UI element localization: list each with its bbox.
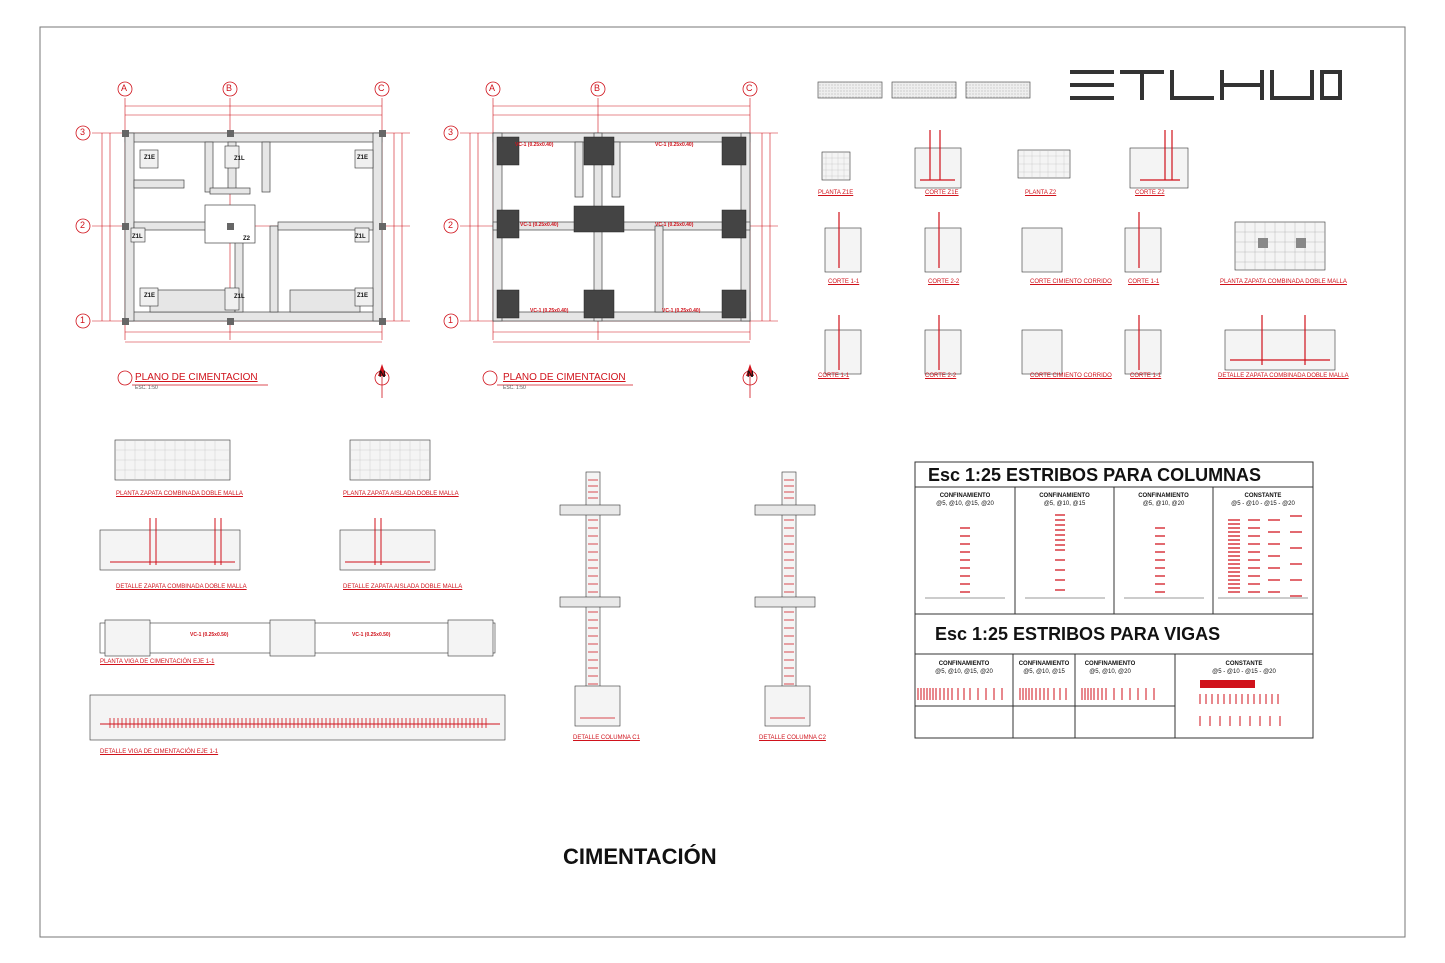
detail-label: DETALLE VIGA DE CIMENTACIÓN EJE 1-1	[100, 749, 219, 755]
column-stirrups-title: Esc 1:25 ESTRIBOS PARA COLUMNAS	[928, 465, 1262, 485]
col-header-name: CONFINAMIENTO	[938, 661, 990, 667]
detail-label: DETALLE ZAPATA COMBINADA DOBLE MALLA	[116, 584, 247, 590]
beam-label: VC-1 (0.25x0.40)	[655, 222, 694, 228]
detail-label: PLANTA Z1E	[818, 190, 854, 196]
col-header-name: CONFINAMIENTO	[1018, 661, 1070, 667]
detail-label: PLANTA ZAPATA COMBINADA DOBLE MALLA	[1220, 279, 1347, 285]
detail-label: PLANTA VIGA DE CIMENTACIÓN EJE 1-1	[100, 659, 215, 665]
col-header: CONFINAMIENTO @5, @10, @15	[1015, 492, 1114, 508]
plan2-title: PLANO DE CIMENTACION	[503, 372, 626, 383]
col-header: CONFINAMIENTO @5, @10, @15, @20	[915, 492, 1015, 508]
north-arrow-label: N	[747, 369, 754, 379]
sheet-title: CIMENTACIÓN	[563, 844, 717, 869]
col-header-spec: @5 - @10 - @15 - @20	[1231, 501, 1295, 507]
detail-label: CORTE 2-2	[925, 373, 957, 379]
footing-label: Z1L	[355, 234, 366, 240]
beam-plan-label: VC-1 (0.25x0.50)	[352, 632, 391, 638]
beam-label: VC-1 (0.25x0.40)	[662, 308, 701, 314]
beam-plan-label: VC-1 (0.25x0.50)	[190, 632, 229, 638]
axis-3: 3	[80, 127, 86, 137]
detail-label: CORTE CIMIENTO CORRIDO	[1030, 279, 1112, 285]
axis-c: C	[378, 83, 385, 93]
plan1-title: PLANO DE CIMENTACION	[135, 372, 258, 383]
col-header-name: CONFINAMIENTO	[1138, 493, 1189, 499]
beam-stirrups-title: Esc 1:25 ESTRIBOS PARA VIGAS	[935, 624, 1221, 644]
axis-2: 2	[80, 220, 86, 230]
beam-label: VC-1 (0.25x0.40)	[530, 308, 569, 314]
col-header-name: CONSTANTE	[1225, 661, 1263, 667]
col-header: CONFINAMIENTO @5, @10, @15, @20	[915, 660, 1013, 676]
col-header: CONFINAMIENTO @5, @10, @20	[1075, 660, 1145, 676]
footing-label: Z1E	[144, 293, 156, 299]
detail-label: CORTE Z2	[1135, 190, 1165, 196]
detail-label: CORTE CIMIENTO CORRIDO	[1030, 373, 1112, 379]
col-header-name: CONFINAMIENTO	[1039, 493, 1090, 499]
detail-label: CORTE 1-1	[1130, 373, 1162, 379]
plan2-scale: ESC. 1:50	[503, 385, 526, 391]
column-label: DETALLE COLUMNA C1	[573, 735, 640, 741]
footing-label: Z2	[243, 236, 251, 242]
axis-3: 3	[448, 127, 454, 137]
footing-label: Z1E	[144, 155, 156, 161]
detail-label: PLANTA ZAPATA AISLADA DOBLE MALLA	[343, 491, 459, 497]
detail-label: CORTE 1-1	[818, 373, 850, 379]
col-header-name: CONFINAMIENTO	[939, 493, 991, 499]
detail-label: PLANTA ZAPATA COMBINADA DOBLE MALLA	[116, 491, 243, 497]
col-header-spec: @5, @10, @15	[1023, 669, 1065, 675]
axis-1: 1	[448, 315, 454, 325]
axis-a: A	[121, 83, 128, 93]
col-header-spec: @5, @10, @15	[1043, 501, 1086, 507]
col-header: CONFINAMIENTO @5, @10, @15	[1013, 660, 1075, 676]
footing-label: Z1E	[357, 155, 369, 161]
footing-label: Z1L	[234, 294, 245, 300]
north-arrow-label: N	[379, 369, 386, 379]
detail-label: CORTE Z1E	[925, 190, 959, 196]
footing-label: Z1E	[357, 293, 369, 299]
axis-b: B	[594, 83, 601, 93]
axis-c: C	[746, 83, 753, 93]
col-header-name: CONFINAMIENTO	[1084, 661, 1136, 667]
detail-label: DETALLE ZAPATA COMBINADA DOBLE MALLA	[1218, 373, 1349, 379]
axis-a: A	[489, 83, 496, 93]
col-header-spec: @5 - @10 - @15 - @20	[1212, 669, 1276, 675]
col-header-spec: @5, @10, @15, @20	[935, 669, 993, 675]
col-header: CONFINAMIENTO @5, @10, @20	[1114, 492, 1213, 508]
col-header-name: CONSTANTE	[1244, 493, 1282, 499]
col-header: CONSTANTE @5 - @10 - @15 - @20	[1175, 660, 1313, 676]
axis-b: B	[226, 83, 233, 93]
detail-label: CORTE 1-1	[828, 279, 860, 285]
footing-label: Z1L	[132, 234, 143, 240]
col-header-spec: @5, @10, @20	[1089, 669, 1131, 675]
col-header: CONSTANTE @5 - @10 - @15 - @20	[1213, 492, 1313, 508]
plan1-scale: ESC. 1:50	[135, 385, 158, 391]
beam-label: VC-1 (0.25x0.40)	[515, 142, 554, 148]
beam-label: VC-1 (0.25x0.40)	[655, 142, 694, 148]
detail-label: DETALLE ZAPATA AISLADA DOBLE MALLA	[343, 584, 463, 590]
detail-label: CORTE 1-1	[1128, 279, 1160, 285]
axis-2: 2	[448, 220, 454, 230]
col-header-spec: @5, @10, @15, @20	[936, 501, 994, 507]
detail-label: PLANTA Z2	[1025, 190, 1057, 196]
beam-label: VC-1 (0.25x0.40)	[520, 222, 559, 228]
column-label: DETALLE COLUMNA C2	[759, 735, 826, 741]
axis-1: 1	[80, 315, 86, 325]
col-header-spec: @5, @10, @20	[1142, 501, 1185, 507]
detail-label: CORTE 2-2	[928, 279, 960, 285]
footing-label: Z1L	[234, 156, 245, 162]
